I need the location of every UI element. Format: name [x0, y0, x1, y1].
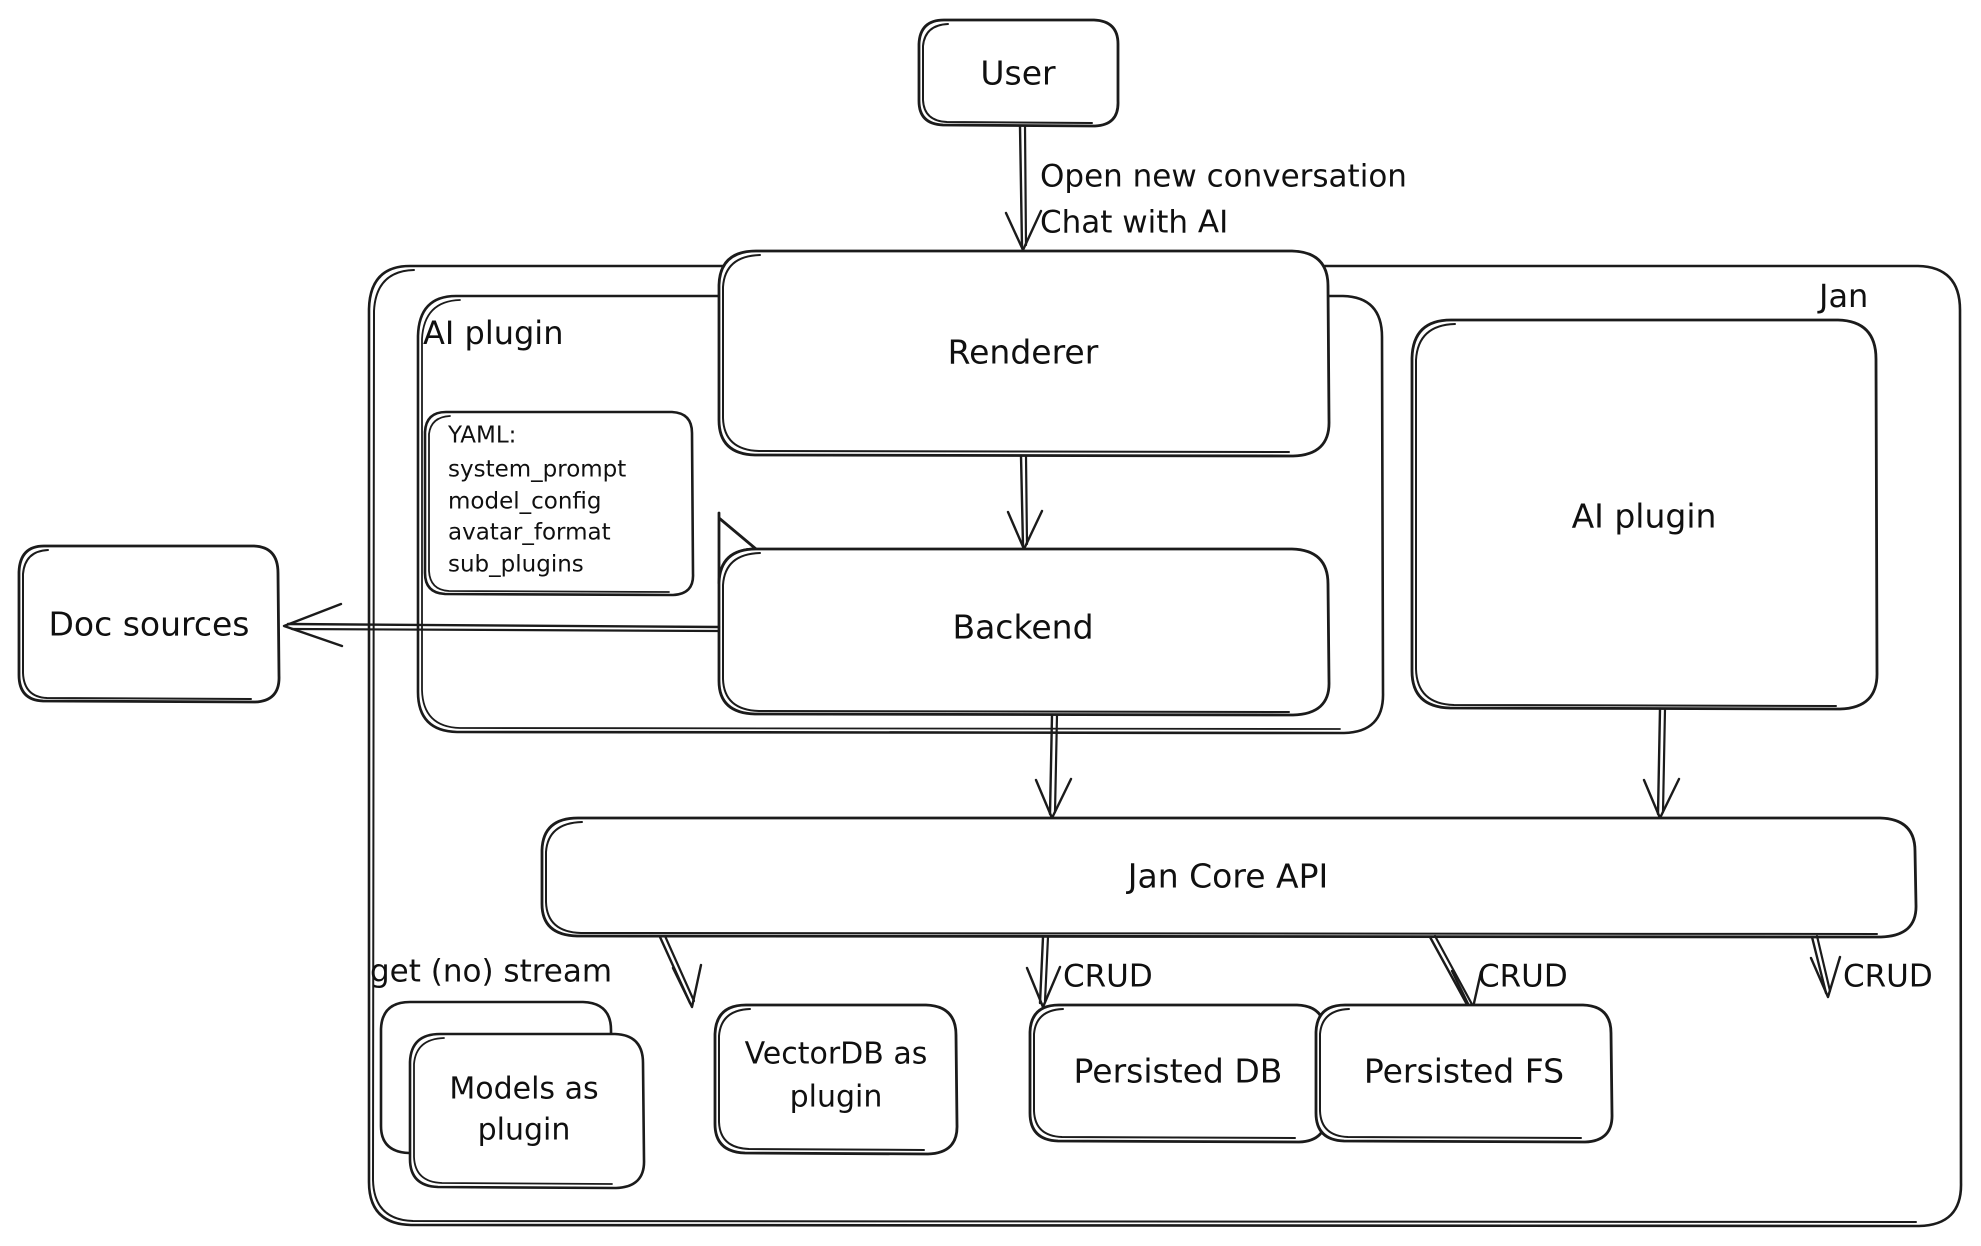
node-models-as-plugin[interactable] [379, 1000, 646, 1190]
node-backend-label: Backend [952, 608, 1093, 647]
node-persisted-db-label: Persisted DB [1074, 1052, 1283, 1091]
yaml-card-line-0: system_prompt [448, 457, 626, 483]
edge-label-core-to-vectordb: CRUD [1063, 959, 1153, 995]
node-persisted-fs-label: Persisted FS [1364, 1052, 1564, 1091]
node-persisted-fs[interactable] [1314, 1003, 1614, 1144]
edge-label-core-to-persisted-fs: CRUD [1843, 959, 1933, 995]
node-jan-core-api-label: Jan Core API [1126, 857, 1328, 896]
node-vectordb-as-plugin[interactable] [713, 1003, 959, 1156]
edge-label-core-to-persisted-db: CRUD [1478, 959, 1568, 995]
node-doc-sources-label: Doc sources [48, 605, 249, 644]
node-renderer[interactable] [717, 249, 1331, 458]
edge-core-to-models [658, 934, 703, 1009]
container-ai-plugin-group-label: AI plugin [423, 314, 563, 352]
yaml-card-line-2: avatar_format [448, 520, 611, 546]
node-yaml-card[interactable] [423, 410, 695, 597]
node-backend[interactable] [717, 511, 1331, 717]
edge-backend-to-doc-sources [282, 602, 721, 648]
edge-label-user-to-renderer-line1: Open new conversation [1040, 159, 1407, 195]
container-jan-label: Jan [1817, 277, 1868, 315]
node-models-as-plugin-label-line1: Models as [449, 1072, 598, 1107]
yaml-card-line-3: sub_plugins [448, 552, 584, 578]
edge-label-user-to-renderer-line2: Chat with AI [1040, 205, 1228, 241]
yaml-card-line-1: model_config [448, 489, 602, 515]
node-ai-plugin[interactable] [1410, 318, 1879, 711]
node-user[interactable] [917, 18, 1120, 128]
node-vectordb-as-plugin-label-line1: VectorDB as [745, 1037, 928, 1072]
node-ai-plugin-label: AI plugin [1572, 497, 1717, 536]
node-vectordb-as-plugin-label-line2: plugin [790, 1080, 883, 1115]
yaml-card-title: YAML: [447, 423, 516, 449]
node-user-label: User [980, 54, 1056, 93]
node-doc-sources[interactable] [17, 544, 281, 704]
node-jan-core-api[interactable] [540, 816, 1918, 939]
edge-label-core-to-models: get (no) stream [370, 954, 612, 990]
edge-user-to-renderer [1004, 124, 1043, 252]
node-renderer-label: Renderer [948, 333, 1099, 372]
node-models-as-plugin-label-line2: plugin [478, 1113, 571, 1148]
edge-core-to-persisted-fs [1809, 934, 1842, 999]
